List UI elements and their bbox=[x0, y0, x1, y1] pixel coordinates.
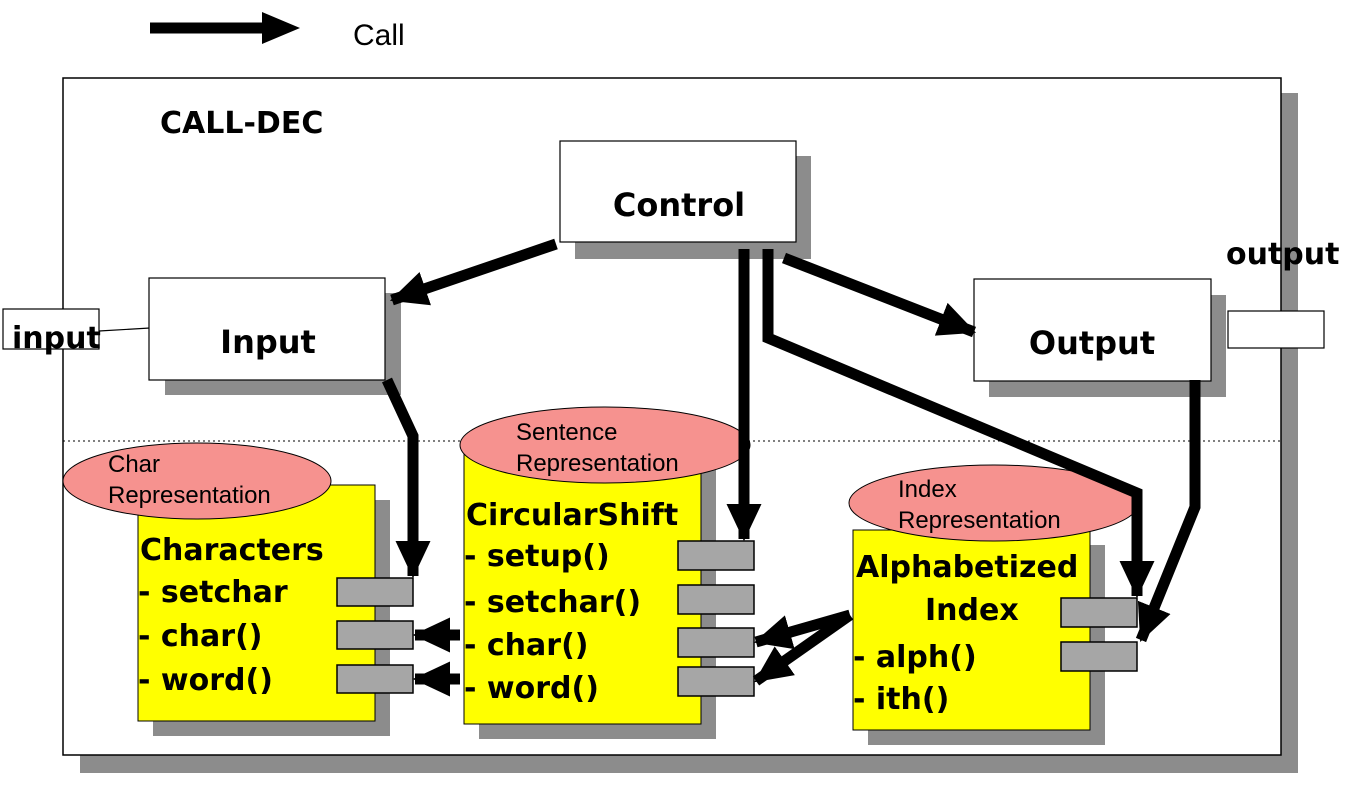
arrow-control-to-output bbox=[782, 252, 977, 338]
sentence-tag-line-1: Sentence bbox=[516, 419, 617, 446]
output-port-label: output bbox=[1226, 237, 1339, 272]
arrow-control-to-input bbox=[389, 238, 558, 306]
output-module: Output bbox=[973, 278, 1226, 397]
circularshift-interface-setup bbox=[677, 540, 755, 571]
arrow-alphabetized-to-circularshift-word bbox=[752, 610, 854, 686]
alphabetized-title-line-1: Alphabetized bbox=[856, 550, 1078, 585]
frame-title: CALL-DEC bbox=[160, 106, 323, 141]
alphabetized-interface-alph bbox=[1060, 597, 1138, 628]
characters-method-word: - word() bbox=[138, 663, 273, 698]
circularshift-method-word: - word() bbox=[464, 671, 599, 706]
input-port-label: input bbox=[12, 321, 101, 356]
call-arrows bbox=[382, 238, 1201, 697]
legend-call-arrow-head bbox=[262, 12, 300, 44]
alphabetized-method-ith: - ith() bbox=[853, 682, 949, 717]
input-port: input bbox=[2, 308, 151, 356]
legend: Call bbox=[150, 12, 405, 52]
arrow-output-to-alphabetized-ith bbox=[1135, 380, 1201, 643]
alphabetized-index-component: Index Representation Alphabetized Index … bbox=[848, 464, 1140, 745]
circularshift-component: Sentence Representation CircularShift - … bbox=[459, 406, 755, 739]
alphabetized-title-line-2: Index bbox=[925, 593, 1019, 628]
char-representation-tag bbox=[62, 442, 332, 520]
circularshift-box bbox=[463, 446, 702, 725]
input-module: Input bbox=[148, 277, 401, 395]
output-label: Output bbox=[1029, 324, 1155, 362]
output-port-box bbox=[1227, 310, 1325, 349]
output-box bbox=[973, 278, 1212, 382]
control-box bbox=[559, 140, 797, 243]
index-tag-line-2: Representation bbox=[898, 507, 1061, 534]
circularshift-method-setup: - setup() bbox=[464, 539, 610, 574]
input-box bbox=[148, 277, 386, 381]
circularshift-interface-char bbox=[677, 627, 755, 658]
input-port-connector bbox=[98, 327, 151, 332]
control-module: Control bbox=[559, 140, 811, 259]
arrow-control-to-alphabetized bbox=[762, 249, 1155, 599]
alphabetized-box bbox=[852, 529, 1091, 731]
characters-component: Char Representation Characters - setchar… bbox=[62, 442, 414, 736]
characters-title: Characters bbox=[140, 533, 324, 568]
circularshift-interface-word bbox=[677, 666, 755, 697]
circularshift-method-setchar: - setchar() bbox=[464, 585, 641, 620]
alphabetized-interface-ith bbox=[1060, 641, 1138, 672]
sentence-tag-line-2: Representation bbox=[516, 450, 679, 477]
control-label: Control bbox=[613, 186, 745, 224]
alphabetized-method-alph: - alph() bbox=[853, 640, 977, 675]
arrow-input-to-characters-setchar bbox=[382, 377, 431, 579]
char-tag-line-1: Char bbox=[108, 451, 160, 478]
circularshift-method-char: - char() bbox=[464, 628, 589, 663]
output-port: output bbox=[1226, 237, 1339, 349]
characters-box bbox=[137, 484, 376, 722]
characters-interface-char bbox=[336, 620, 414, 650]
characters-interface-setchar bbox=[336, 577, 414, 607]
circularshift-title: CircularShift bbox=[466, 498, 678, 533]
characters-method-setchar: - setchar bbox=[138, 575, 288, 610]
characters-interface-word bbox=[336, 664, 414, 694]
characters-method-char: - char() bbox=[138, 619, 263, 654]
sentence-representation-tag bbox=[459, 406, 751, 484]
index-tag-line-1: Index bbox=[898, 476, 957, 503]
char-tag-line-2: Representation bbox=[108, 482, 271, 509]
legend-call-label: Call bbox=[353, 19, 405, 52]
circularshift-interface-setchar bbox=[677, 584, 755, 615]
input-port-box bbox=[2, 308, 100, 350]
input-label: Input bbox=[220, 323, 316, 361]
